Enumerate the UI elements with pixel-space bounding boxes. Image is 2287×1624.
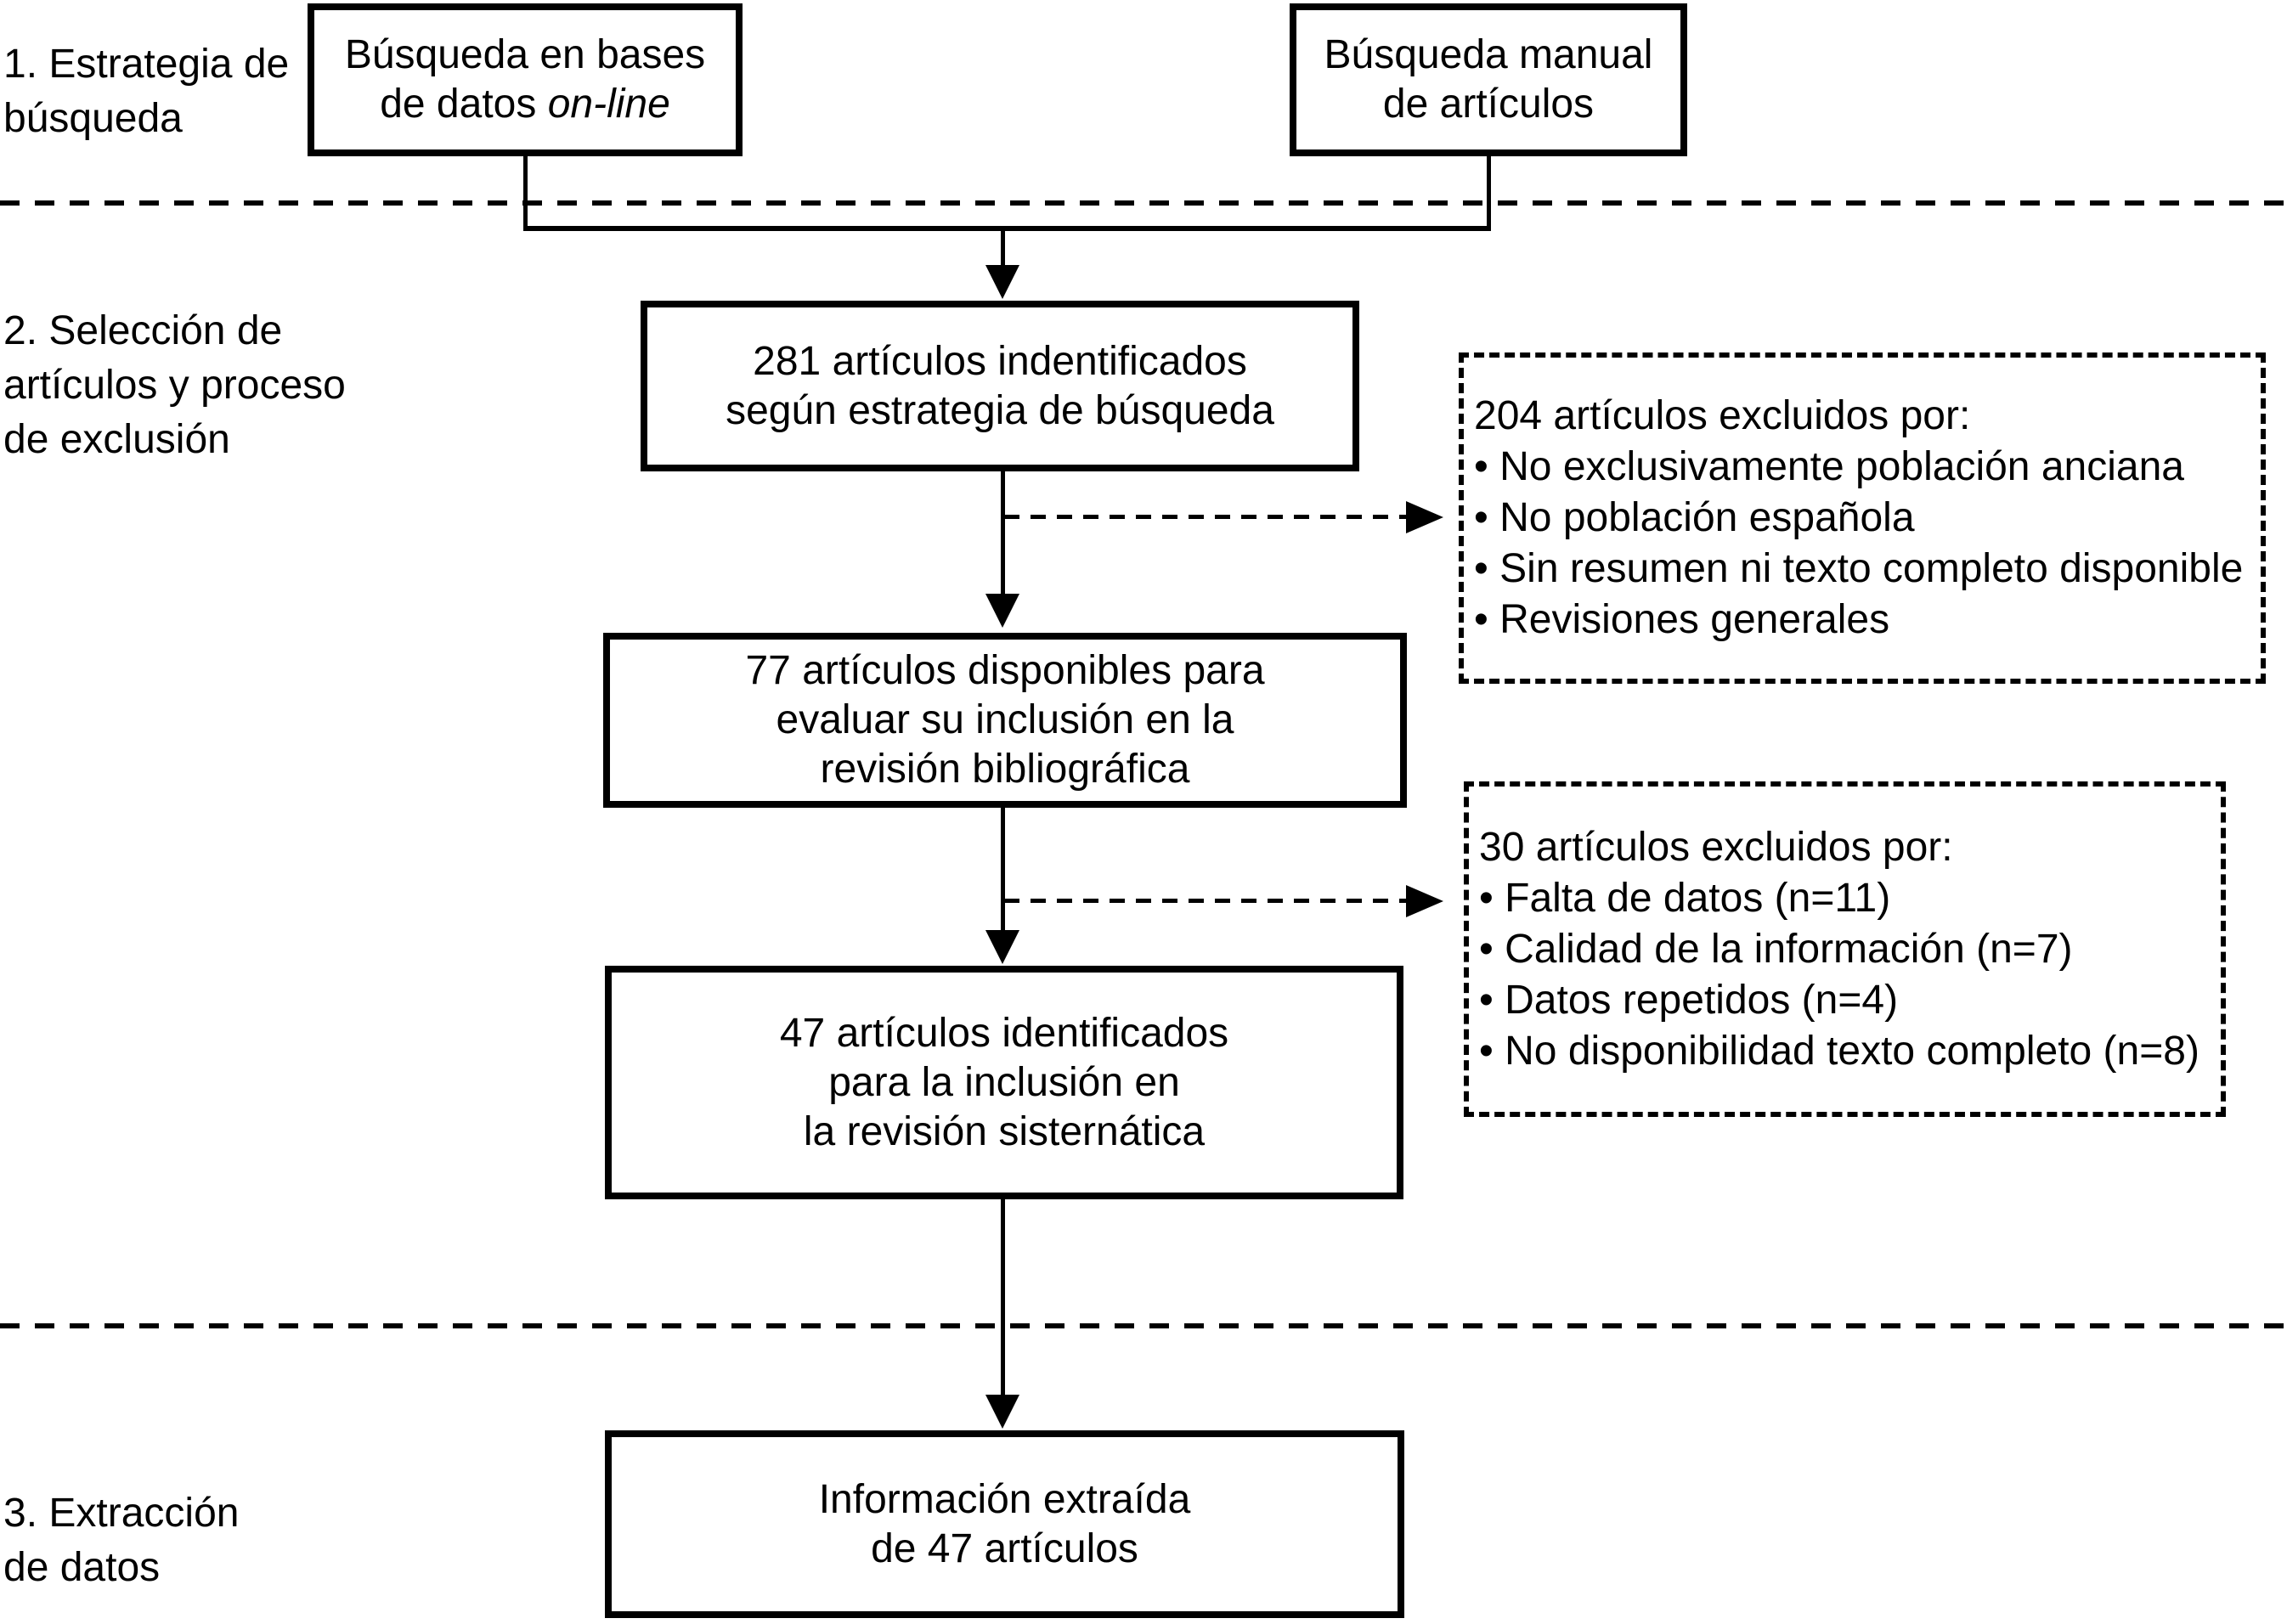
identified-articles-box-line: según estrategia de búsqueda bbox=[726, 387, 1274, 433]
excluded-30-bullet: • Falta de datos (n=11) bbox=[1479, 875, 1891, 921]
excluded-30-bullet: • No disponibilidad texto completo (n=8) bbox=[1479, 1028, 2199, 1074]
down-arrowhead-icon bbox=[985, 594, 1019, 628]
extracted-info-box: Información extraída de 47 artículos bbox=[605, 1430, 1404, 1618]
excluded-204-bullet: • Revisiones generales bbox=[1474, 597, 1890, 642]
included-articles-box-line: la revisión sisternática bbox=[803, 1108, 1206, 1154]
down-arrowhead-icon bbox=[985, 265, 1019, 299]
merge-connector-horizontal-line bbox=[523, 226, 1491, 231]
extracted-info-box-line: Información extraída bbox=[818, 1476, 1191, 1522]
down-arrowhead-icon bbox=[985, 930, 1019, 964]
exclusion-branch-1-line bbox=[1004, 515, 1406, 519]
arrow-to-available-stem bbox=[1001, 471, 1005, 595]
excluded-204-title: 204 artículos excluidos por: bbox=[1474, 393, 1971, 438]
arrow-to-extracted-stem bbox=[1001, 1199, 1005, 1395]
phase-1-label: 1. Estrategia de búsqueda bbox=[3, 37, 289, 146]
down-arrowhead-icon bbox=[985, 1395, 1019, 1429]
excluded-30-box: 30 artículos excluidos por: • Falta de d… bbox=[1464, 781, 2226, 1117]
arrow-to-identified-stem bbox=[1001, 231, 1005, 267]
online-search-box: Búsqueda en bases de datos on-line bbox=[308, 3, 743, 156]
extracted-info-box-line: de 47 artículos bbox=[871, 1525, 1138, 1571]
merge-connector-right-line bbox=[1487, 156, 1491, 231]
included-articles-box-line: para la inclusión en bbox=[828, 1059, 1180, 1105]
identified-articles-box: 281 artículos indentificados según estra… bbox=[641, 301, 1359, 471]
manual-search-box: Búsqueda manual de artículos bbox=[1290, 3, 1687, 156]
excluded-204-bullet: • Sin resumen ni texto completo disponib… bbox=[1474, 546, 2244, 591]
identified-articles-box-line: 281 artículos indentificados bbox=[753, 338, 1247, 384]
available-articles-box-line: evaluar su inclusión en la bbox=[776, 697, 1234, 742]
included-articles-box: 47 artículos identificados para la inclu… bbox=[605, 966, 1403, 1199]
excluded-30-bullet: • Datos repetidos (n=4) bbox=[1479, 977, 1899, 1023]
phase-3-label: 3. Extracción de datos bbox=[3, 1486, 239, 1595]
excluded-204-bullet: • No exclusivamente población anciana bbox=[1474, 444, 2184, 489]
available-articles-box: 77 artículos disponibles para evaluar su… bbox=[603, 633, 1407, 808]
phase-2-label-line: artículos y proceso bbox=[3, 363, 346, 408]
phase-separator-2 bbox=[0, 1323, 2287, 1328]
merge-connector-left-line bbox=[523, 156, 528, 231]
available-articles-box-line: revisión bibliográfica bbox=[820, 747, 1190, 792]
phase-2-label-line: 2. Selección de bbox=[3, 308, 283, 353]
online-search-box-line: Búsqueda en bases bbox=[344, 32, 706, 77]
excluded-30-title: 30 artículos excluidos por: bbox=[1479, 824, 1953, 870]
manual-search-box-line: Búsqueda manual bbox=[1324, 32, 1653, 77]
exclusion-branch-2-line bbox=[1004, 899, 1406, 903]
phase-1-label-line: 1. Estrategia de bbox=[3, 42, 290, 87]
online-search-box-line: de datos on-line bbox=[380, 80, 670, 129]
excluded-204-bullet: • No población española bbox=[1474, 495, 1915, 540]
phase-3-label-line: 3. Extracción bbox=[3, 1491, 240, 1536]
phase-2-label-line: de exclusión bbox=[3, 417, 230, 462]
included-articles-box-line: 47 artículos identificados bbox=[779, 1010, 1229, 1056]
available-articles-box-line: 77 artículos disponibles para bbox=[745, 648, 1265, 693]
excluded-204-box: 204 artículos excluidos por: • No exclus… bbox=[1459, 352, 2266, 684]
phase-1-label-line: búsqueda bbox=[3, 96, 183, 141]
excluded-30-bullet: • Calidad de la información (n=7) bbox=[1479, 926, 2073, 972]
right-arrowhead-icon bbox=[1406, 501, 1443, 533]
phase-2-label: 2. Selección de artículos y proceso de e… bbox=[3, 304, 346, 467]
manual-search-box-line: de artículos bbox=[1382, 82, 1595, 127]
online-search-box-italic-text: on-line bbox=[547, 82, 670, 127]
right-arrowhead-icon bbox=[1406, 885, 1443, 917]
online-search-box-text: de datos bbox=[380, 82, 537, 127]
phase-separator-1 bbox=[0, 200, 2287, 206]
phase-3-label-line: de datos bbox=[3, 1545, 161, 1590]
arrow-to-included-stem bbox=[1001, 808, 1005, 932]
